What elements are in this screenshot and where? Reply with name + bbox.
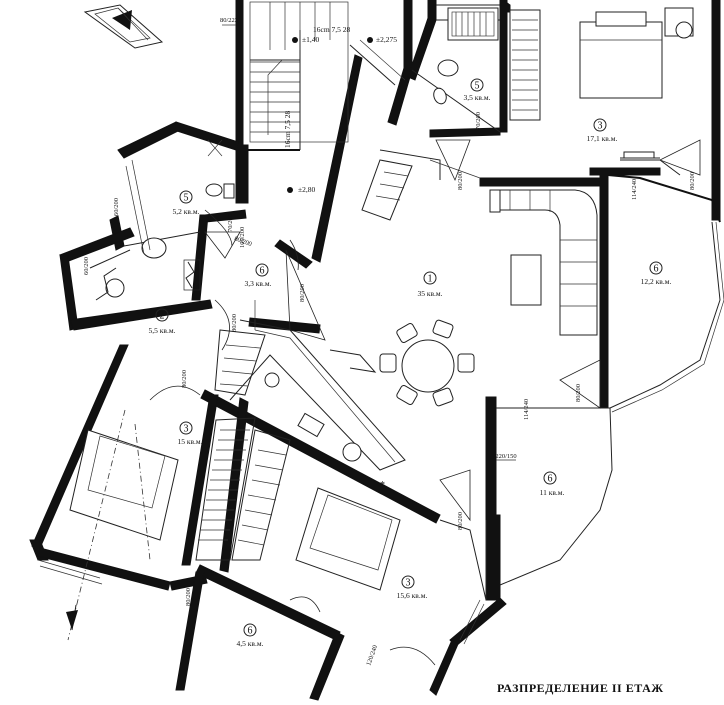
svg-text:80/200: 80/200 (689, 172, 696, 190)
plan-title: РАЗПРЕДЕЛЕНИЕ II ЕТАЖ (497, 681, 664, 695)
kitchen (229, 319, 406, 471)
svg-text:6: 6 (548, 474, 553, 485)
svg-text:120/240: 120/240 (365, 644, 379, 666)
svg-text:±1,40: ±1,40 (302, 35, 319, 44)
level-marks: ±2,80 ±1,40 ±2,275 16cm 7,5 28 16cm 7,5 … (283, 25, 397, 194)
svg-text:12,2 кв.м.: 12,2 кв.м. (641, 277, 672, 286)
svg-text:3,3 кв.м.: 3,3 кв.м. (245, 279, 272, 288)
room-6-label-bottom: 6 4,5 кв.м. (237, 623, 264, 648)
doors (149, 139, 701, 666)
svg-text:3: 3 (406, 578, 411, 589)
svg-text:60/200: 60/200 (83, 257, 90, 275)
svg-text:80/200: 80/200 (457, 512, 464, 530)
svg-text:15,6 кв.м.: 15,6 кв.м. (397, 591, 428, 600)
bathroom-fixtures (95, 7, 499, 301)
svg-text:6: 6 (248, 626, 253, 637)
north-arrow-icon (83, 4, 164, 49)
room-6-label-corridor: 6 3,3 кв.м. (245, 263, 272, 288)
svg-text:16cm 7,5 28: 16cm 7,5 28 (313, 25, 351, 34)
svg-text:15 кв.м.: 15 кв.м. (177, 437, 202, 446)
svg-text:3: 3 (598, 121, 603, 132)
svg-text:5: 5 (184, 193, 189, 204)
svg-text:80/200: 80/200 (181, 370, 188, 388)
asterisk-marker: * (380, 480, 385, 491)
svg-text:5: 5 (475, 81, 480, 92)
svg-text:60/200: 60/200 (113, 198, 120, 216)
svg-text:80/200: 80/200 (575, 384, 582, 402)
svg-text:5,2 кв.м.: 5,2 кв.м. (173, 207, 200, 216)
beds (69, 7, 694, 591)
svg-text:6: 6 (654, 264, 659, 275)
room-5-label-top: 5 3,5 кв.м. (464, 78, 491, 102)
svg-text:17,1 кв.м.: 17,1 кв.м. (587, 134, 618, 143)
door-dimensions: 80/223 80/200 80/200 80/200 80/200 80/20… (83, 17, 696, 667)
section-arrow-icon (66, 604, 78, 631)
staircase (249, 1, 406, 143)
room-3-label-left: 3 15 кв.м. (177, 421, 203, 446)
svg-text:80/200: 80/200 (231, 314, 238, 332)
svg-text:3: 3 (184, 424, 189, 435)
svg-text:70/200: 70/200 (475, 112, 482, 130)
svg-text:6: 6 (260, 266, 265, 277)
room-2-label: 2 5,5 кв.м. (149, 308, 176, 335)
wardrobes (195, 9, 541, 561)
svg-text:114/240: 114/240 (523, 399, 530, 420)
svg-text:2: 2 (160, 311, 165, 322)
walls (29, 0, 724, 701)
svg-text:220/150: 220/150 (495, 453, 516, 460)
room-3-label-top: 3 17,1 кв.м. (587, 118, 618, 143)
windows (37, 159, 487, 645)
svg-text:4,5 кв.м.: 4,5 кв.м. (237, 639, 264, 648)
room-5-label-left: 5 5,2 кв.м. (173, 190, 200, 216)
svg-text:80/200: 80/200 (185, 588, 192, 606)
svg-text:±2,80: ±2,80 (298, 185, 315, 194)
svg-text:35 кв.м.: 35 кв.м. (417, 289, 442, 298)
room-6-label-right: 6 12,2 кв.м. (641, 261, 672, 286)
room-labels: 1 35 кв.м. 2 5,5 кв.м. 3 15 кв.м. 3 17,1… (149, 78, 672, 648)
center-lines (67, 409, 151, 641)
room-6-label-bottom-right: 6 11 кв.м. (540, 471, 565, 497)
svg-text:±2,275: ±2,275 (376, 35, 397, 44)
svg-text:80/223: 80/223 (220, 17, 238, 24)
svg-text:1: 1 (428, 274, 433, 285)
svg-text:80/200: 80/200 (299, 284, 306, 302)
svg-text:114/240: 114/240 (631, 179, 638, 200)
svg-text:3,5 кв.м.: 3,5 кв.м. (464, 93, 491, 102)
living-furniture (379, 151, 660, 407)
svg-text:80/200: 80/200 (457, 172, 464, 190)
svg-text:16cm 7,5 28: 16cm 7,5 28 (283, 110, 292, 148)
svg-text:70/200: 70/200 (227, 214, 234, 232)
svg-text:5,5 кв.м.: 5,5 кв.м. (149, 326, 176, 335)
svg-text:11 кв.м.: 11 кв.м. (540, 488, 565, 497)
room-1-label: 1 35 кв.м. (417, 271, 443, 298)
room-3-label-bottom: 3 15,6 кв.м. (397, 575, 428, 600)
svg-text:100/200: 100/200 (239, 227, 246, 248)
